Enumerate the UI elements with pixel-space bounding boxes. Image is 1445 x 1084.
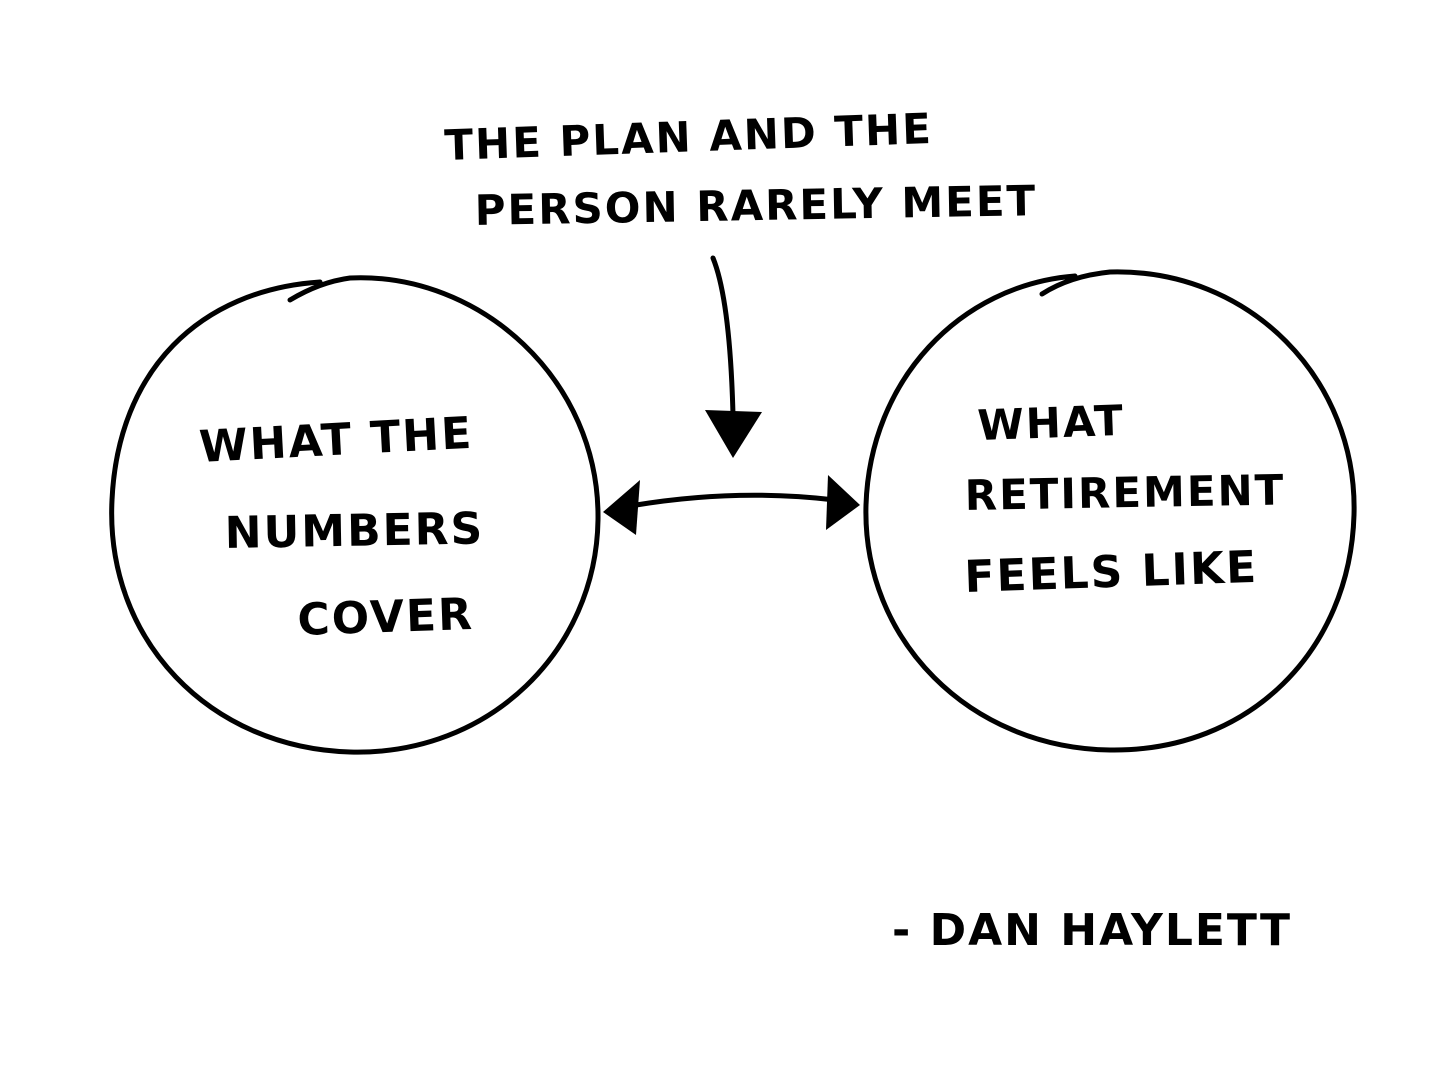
right-circle-line-2: RETIREMENT	[964, 465, 1285, 520]
caption-line-2: PERSON RARELY MEET	[474, 176, 1037, 235]
double-arrow-shaft	[627, 492, 838, 509]
right-circle-line-3: FEELS LIKE	[964, 542, 1259, 603]
right-circle-line-1: WHAT	[977, 396, 1126, 450]
double-arrow-right-head	[826, 475, 860, 530]
down-arrow-head	[705, 410, 762, 458]
double-arrow-left-head	[603, 480, 640, 535]
down-arrow-shaft	[710, 255, 736, 418]
left-circle-line-3: COVER	[297, 589, 475, 646]
right-circle	[863, 269, 1357, 753]
left-circle-line-1: WHAT THE	[198, 408, 475, 473]
left-circle	[109, 275, 601, 755]
signature: - DAN HAYLETT	[892, 905, 1292, 956]
left-circle-line-2: NUMBERS	[224, 503, 484, 559]
caption-line-1: THE PLAN AND THE	[444, 104, 934, 170]
